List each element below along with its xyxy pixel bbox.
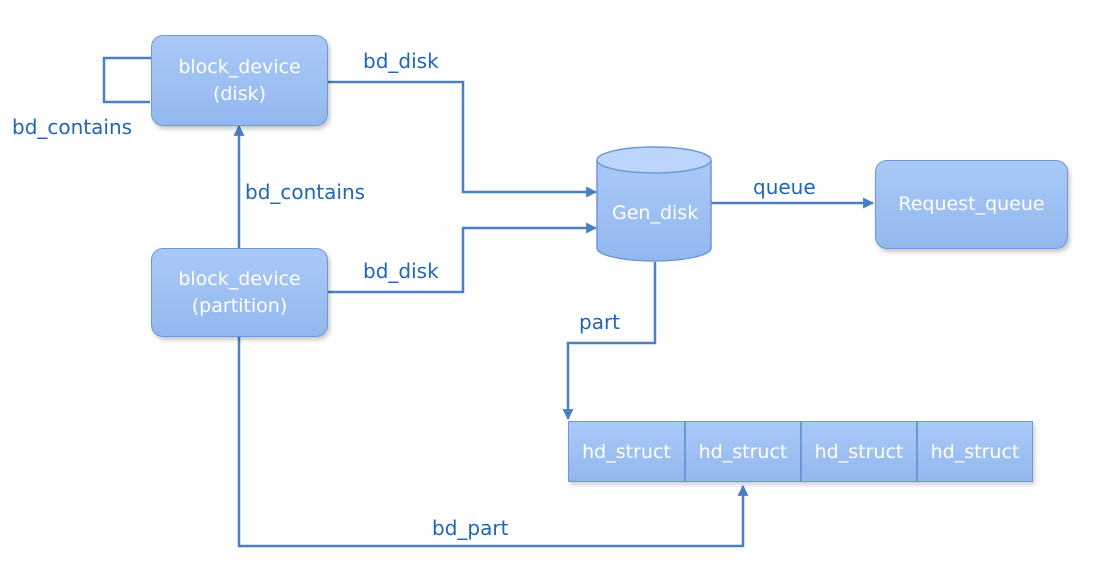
label-gendisk-to-queue: queue <box>753 175 816 199</box>
label-gendisk-to-parts: part <box>579 310 621 334</box>
gen-disk-cylinder <box>596 146 712 262</box>
disk-node-title: block_device <box>178 55 301 78</box>
partition-node-subtitle: (partition) <box>191 294 288 317</box>
label-partition-to-hd: bd_part <box>432 516 509 540</box>
hd-struct-cell-2[interactable]: hd_struct <box>685 421 801 482</box>
block-device-disk-node[interactable]: block_device (disk) <box>151 35 328 126</box>
gen-disk-label: Gen_disk <box>612 202 699 224</box>
label-disk-to-gendisk: bd_disk <box>363 49 439 73</box>
label-partition-to-gendisk: bd_disk <box>363 259 439 283</box>
request-queue-label: Request_queue <box>898 193 1045 215</box>
hd-struct-cell-4[interactable]: hd_struct <box>917 421 1033 482</box>
partition-node-title: block_device <box>178 267 301 290</box>
edge-disk-self-loop <box>102 56 152 104</box>
label-partition-to-disk: bd_contains <box>245 180 366 204</box>
label-disk-self: bd_contains <box>12 115 133 139</box>
disk-node-subtitle: (disk) <box>212 82 267 105</box>
edge-gendisk-to-parts <box>562 262 657 421</box>
block-device-partition-node[interactable]: block_device (partition) <box>151 248 328 337</box>
edge-partition-to-hd <box>237 337 749 548</box>
hd-struct-cell-1[interactable]: hd_struct <box>568 421 685 482</box>
request-queue-node[interactable]: Request_queue <box>875 160 1068 249</box>
edge-partition-to-gendisk <box>328 222 598 294</box>
edge-disk-to-gendisk <box>328 80 598 198</box>
hd-struct-cell-3[interactable]: hd_struct <box>801 421 917 482</box>
